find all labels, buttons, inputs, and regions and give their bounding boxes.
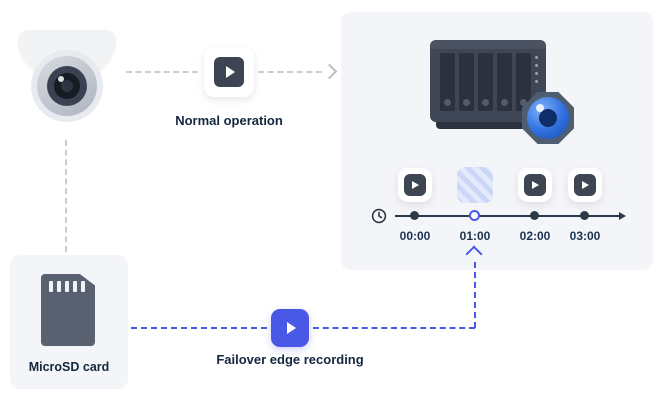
microsd-pin: [57, 281, 61, 292]
chevron-right-icon: [321, 63, 338, 80]
connector-normal-to-nas: [258, 71, 322, 73]
nas-top-lid: [430, 40, 546, 49]
timeline-arrowhead-icon: [619, 212, 626, 220]
shield-lens-core: [539, 109, 557, 127]
recording-clip-icon: [518, 168, 552, 202]
normal-operation-label: Normal operation: [175, 113, 283, 128]
video-play-icon: [214, 57, 244, 87]
bay-latch-dot: [444, 99, 451, 106]
failover-recording-icon: [271, 309, 309, 347]
connector-failover-to-timeline: [313, 327, 475, 329]
nas-led-strip: [535, 56, 538, 83]
nas-drive-bay: [516, 53, 531, 111]
timeline-dot: [410, 211, 419, 220]
connector-camera-to-microsd: [65, 140, 67, 252]
nas-drive-bay: [459, 53, 474, 111]
video-play-icon: [404, 174, 426, 196]
play-triangle-icon: [582, 181, 589, 189]
time-label: 01:00: [459, 229, 491, 243]
nas-led: [535, 56, 538, 59]
microsd-card-pins: [49, 281, 85, 292]
camera-iris: [61, 80, 73, 92]
play-triangle-icon: [412, 181, 419, 189]
play-triangle-icon: [532, 181, 539, 189]
shield-lens-glint: [536, 104, 544, 112]
microsd-label: MicroSD card: [28, 360, 110, 374]
time-label: 03:00: [569, 229, 601, 243]
recording-clip-icon: [568, 168, 602, 202]
nas-drive-bay: [478, 53, 493, 111]
microsd-pin: [49, 281, 53, 292]
timeline-dot-missing: [469, 210, 480, 221]
nas-led: [535, 64, 538, 67]
play-triangle-icon: [225, 66, 235, 78]
time-label: 02:00: [519, 229, 551, 243]
microsd-pin: [65, 281, 69, 292]
clock-icon: [371, 208, 387, 229]
video-play-icon: [524, 174, 546, 196]
timeline-dot: [530, 211, 539, 220]
connector-camera-to-normal: [126, 71, 198, 73]
play-triangle-icon: [286, 322, 296, 334]
microsd-pin: [81, 281, 85, 292]
failover-label: Failover edge recording: [216, 352, 364, 367]
timeline-dot: [580, 211, 589, 220]
timeline-axis: [395, 215, 621, 217]
bay-latch-dot: [482, 99, 489, 106]
nas-drive-bay: [440, 53, 455, 111]
nas-base: [436, 122, 540, 129]
connector-microsd-to-failover: [131, 327, 267, 329]
bay-latch-dot: [501, 99, 508, 106]
time-label: 00:00: [399, 229, 431, 243]
nas-led: [535, 72, 538, 75]
connector-failover-vertical: [474, 262, 476, 328]
recording-clip-icon: [398, 168, 432, 202]
nas-drive-bays: [440, 53, 531, 111]
normal-operation-icon: [204, 47, 254, 97]
bay-latch-dot: [520, 99, 527, 106]
missing-recording-slot: [457, 167, 493, 203]
bay-latch-dot: [463, 99, 470, 106]
nas-led: [535, 80, 538, 83]
nas-drive-bay: [497, 53, 512, 111]
camera-lens-glint: [58, 76, 64, 82]
video-play-icon: [574, 174, 596, 196]
microsd-pin: [73, 281, 77, 292]
